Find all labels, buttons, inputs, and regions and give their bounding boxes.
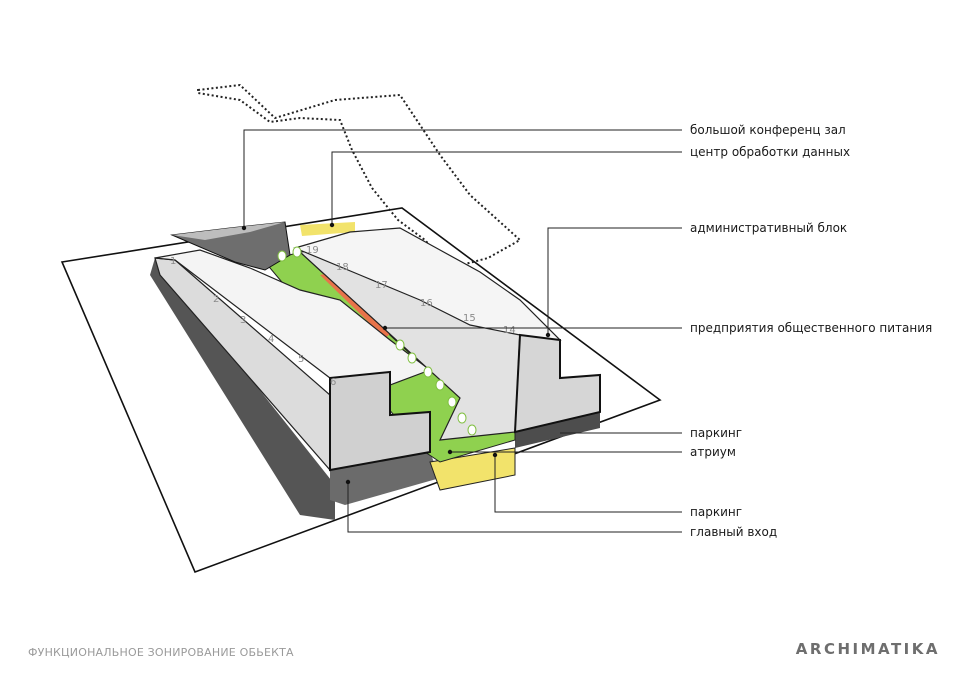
leader-lines: [243, 129, 682, 533]
caption: ФУНКЦИОНАЛЬНОЕ ЗОНИРОВАНИЕ ОБЬЕКТА: [28, 646, 294, 659]
left-wing-end: [329, 370, 431, 472]
right-wing-roof: [293, 227, 562, 341]
label-catering: предприятия общественного питания: [690, 321, 932, 335]
dotted-outline: [197, 83, 522, 270]
right-wing-end: [513, 333, 601, 434]
label-data-center: центр обработки данных: [690, 145, 850, 159]
floor-num: 17: [375, 280, 388, 291]
left-wing-roof: [154, 249, 432, 386]
parking-yellow-top: [300, 222, 355, 236]
floor-num: 15: [463, 313, 476, 324]
underground-left: [150, 258, 335, 520]
floor-num: 4: [268, 334, 274, 345]
label-admin-block: административный блок: [690, 221, 847, 235]
conference-block-top: [172, 222, 285, 240]
label-main-entrance: главный вход: [690, 525, 777, 539]
atrium-trees: [277, 246, 477, 436]
floor-num: 2: [213, 294, 219, 305]
underground-right: [515, 412, 600, 448]
label-atrium: атриум: [690, 445, 736, 459]
floor-num: 19: [306, 245, 319, 256]
floor-numbers: 1 2 3 4 5 6 14 15 16 17 18 19: [170, 245, 516, 388]
floor-num: 1: [170, 256, 176, 267]
floor-num: 18: [336, 262, 349, 273]
label-conference-hall: большой конференц зал: [690, 123, 846, 137]
floor-num: 6: [330, 377, 336, 388]
label-parking-1: паркинг: [690, 426, 742, 440]
floor-num: 16: [420, 298, 433, 309]
floor-num: 14: [503, 325, 516, 336]
label-parking-2: паркинг: [690, 505, 742, 519]
floor-num: 3: [240, 315, 246, 326]
floor-num: 5: [298, 354, 304, 365]
leader-dots: [241, 222, 551, 485]
logo: ARCHIMATIKA: [795, 640, 940, 658]
